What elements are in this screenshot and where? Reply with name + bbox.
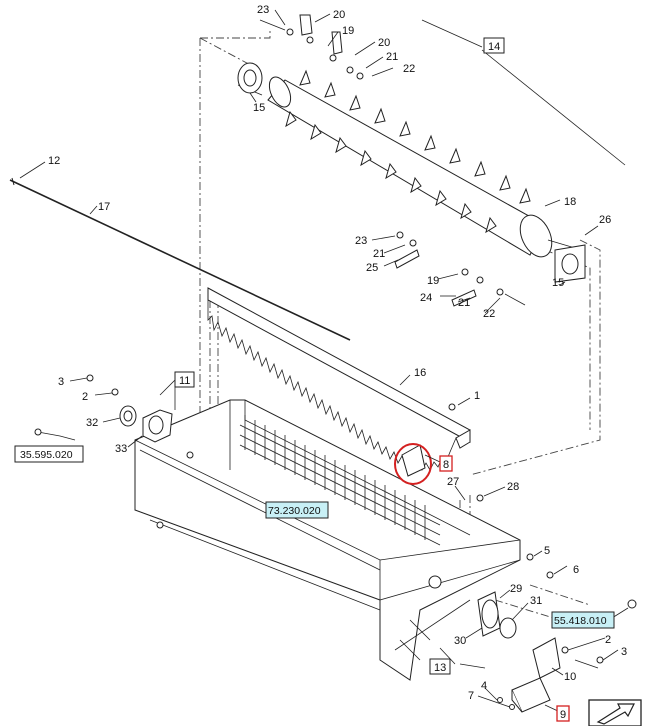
callout-27: 27 bbox=[447, 476, 459, 488]
callout-26: 26 bbox=[599, 214, 611, 226]
callout-22-mid: 22 bbox=[483, 308, 495, 320]
callout-5: 5 bbox=[544, 545, 550, 557]
reference-55-418-010: 55.418.010 bbox=[554, 615, 607, 627]
callout-3-right: 3 bbox=[621, 646, 627, 658]
callout-6: 6 bbox=[573, 564, 579, 576]
callout-labels: 23 20 19 20 21 22 15 12 17 18 26 23 21 2… bbox=[48, 4, 627, 702]
callout-21-top: 21 bbox=[386, 51, 398, 63]
callout-16: 16 bbox=[414, 367, 426, 379]
callout-20-mid: 20 bbox=[378, 37, 390, 49]
callout-12: 12 bbox=[48, 155, 60, 167]
callout-19-mid: 19 bbox=[427, 275, 439, 287]
callout-24: 24 bbox=[420, 292, 432, 304]
callout-2-right: 2 bbox=[605, 634, 611, 646]
callout-23-top: 23 bbox=[257, 4, 269, 16]
callout-10: 10 bbox=[564, 671, 576, 683]
callout-9-boxed: 9 bbox=[560, 709, 566, 721]
callout-1: 1 bbox=[474, 390, 480, 402]
callout-4: 4 bbox=[481, 680, 487, 692]
callout-15-lower: 15 bbox=[552, 277, 564, 289]
callout-18: 18 bbox=[564, 196, 576, 208]
callout-25: 25 bbox=[366, 262, 378, 274]
callout-19-top: 19 bbox=[342, 25, 354, 37]
callout-21-mid-a: 21 bbox=[373, 248, 385, 260]
callout-14-boxed: 14 bbox=[488, 41, 500, 53]
callout-7: 7 bbox=[468, 690, 474, 702]
middle-small-parts bbox=[371, 231, 526, 314]
callout-3-left: 3 bbox=[58, 376, 64, 388]
callout-8-boxed: 8 bbox=[443, 459, 449, 471]
reference-73-230-020: 73.230.020 bbox=[268, 505, 321, 517]
next-page-arrow bbox=[588, 699, 642, 726]
callout-15-upper: 15 bbox=[253, 102, 265, 114]
upper-small-parts bbox=[259, 9, 394, 80]
bearing-15-upper bbox=[237, 62, 263, 103]
callout-13-boxed: 13 bbox=[434, 662, 446, 674]
reference-35-595-020: 35.595.020 bbox=[20, 449, 73, 461]
boxed-callouts: 14 11 13 8 9 bbox=[174, 37, 570, 722]
callout-31: 31 bbox=[530, 595, 542, 607]
callout-32: 32 bbox=[86, 417, 98, 429]
callout-29: 29 bbox=[510, 583, 522, 595]
callout-23-mid: 23 bbox=[355, 235, 367, 247]
left-bearing-parts bbox=[34, 374, 173, 448]
highlighted-part-8 bbox=[394, 443, 441, 485]
rod-17 bbox=[9, 161, 351, 341]
callout-21-mid-b: 21 bbox=[458, 297, 470, 309]
callout-2-left: 2 bbox=[82, 391, 88, 403]
bearing-15-lower bbox=[554, 225, 599, 286]
lower-right-parts bbox=[454, 485, 637, 713]
callout-11-boxed: 11 bbox=[179, 375, 190, 387]
callout-17: 17 bbox=[98, 201, 110, 213]
callout-28: 28 bbox=[507, 481, 519, 493]
callout-33: 33 bbox=[115, 443, 127, 455]
housing-body bbox=[134, 399, 521, 681]
callout-30: 30 bbox=[454, 635, 466, 647]
callout-22-top: 22 bbox=[403, 63, 415, 75]
group-leader-lines bbox=[159, 19, 626, 669]
rotor-drum-18 bbox=[237, 69, 576, 258]
callout-20-top: 20 bbox=[333, 9, 345, 21]
reference-boxes: 35.595.020 73.230.020 55.418.010 bbox=[14, 445, 615, 629]
